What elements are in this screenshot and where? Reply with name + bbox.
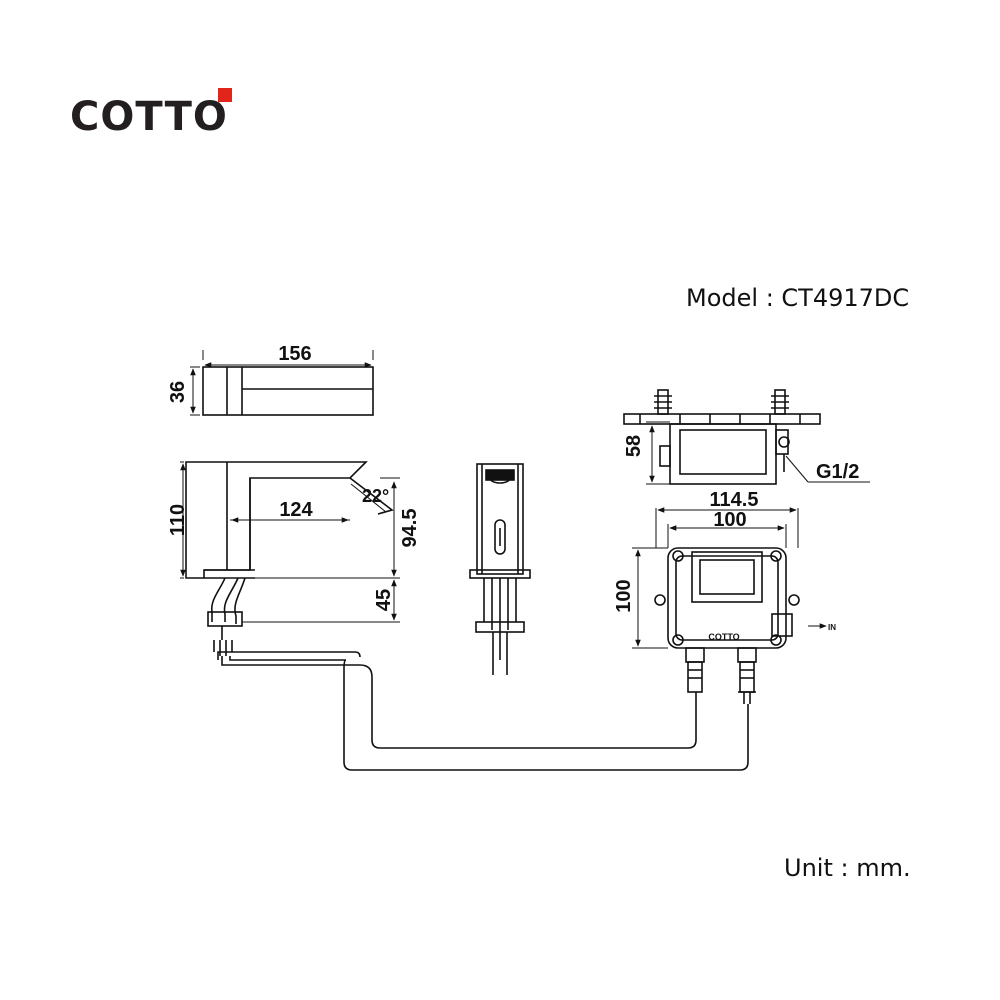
dim-124: 124 (279, 499, 313, 521)
control-box-front-view (632, 507, 827, 704)
inlet-label: IN (828, 623, 836, 632)
model-label: Model : CT4917DC (686, 284, 910, 312)
dim-angle: 22° (362, 486, 389, 506)
connecting-hoses (217, 651, 749, 771)
dimension-labels: 156 36 110 124 22° 94.5 45 58 G1/2 114.5… (167, 343, 859, 642)
dim-100-width: 100 (713, 509, 746, 531)
box-brand-label: COTTO (708, 632, 739, 642)
faucet-top-view (190, 350, 374, 416)
brand-accent-square (218, 88, 232, 102)
control-box-side-view (623, 389, 870, 485)
dim-box-depth: 58 (623, 435, 645, 457)
brand-logo: COTTO (70, 88, 240, 148)
dim-36: 36 (167, 381, 189, 403)
dim-100-height: 100 (613, 579, 635, 612)
thread-label: G1/2 (816, 461, 859, 483)
dim-110: 110 (167, 504, 189, 536)
faucet-side-view (180, 461, 400, 656)
dim-45: 45 (373, 589, 395, 611)
brand-name: COTTO (70, 94, 228, 140)
unit-label: Unit : mm. (784, 854, 911, 882)
faucet-front-view (469, 463, 531, 675)
dim-94-5: 94.5 (399, 509, 421, 548)
dim-114-5: 114.5 (710, 489, 759, 511)
dim-156: 156 (278, 343, 311, 365)
